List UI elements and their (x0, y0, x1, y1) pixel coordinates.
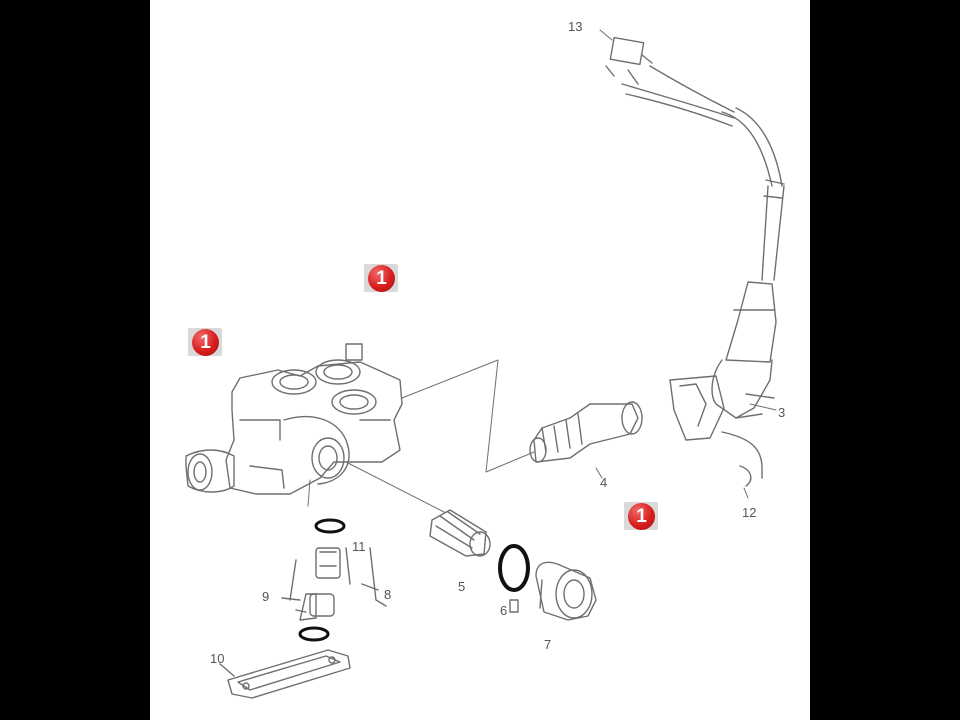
callout-badge-number: 1 (628, 503, 655, 530)
part-label-6: 6 (500, 603, 508, 618)
coupling-nut (529, 401, 643, 463)
gasket-plate (219, 649, 351, 699)
callout-badge-number: 1 (368, 265, 395, 292)
diagram-canvas: 13 3 4 12 11 8 9 5 6 7 10 1 1 1 (150, 0, 810, 720)
exploded-parts-drawing (185, 29, 785, 699)
part-label-5: 5 (458, 579, 466, 594)
o-ring-6 (498, 544, 530, 613)
valve-stack (281, 518, 387, 642)
part-label-12: 12 (742, 505, 757, 520)
part-label-7: 7 (544, 637, 552, 652)
lance-body (669, 281, 777, 487)
pump-manifold (185, 343, 403, 495)
callout-badge: 1 (188, 328, 222, 356)
part-label-4: 4 (600, 475, 608, 490)
part-label-10: 10 (210, 651, 225, 666)
part-label-9: 9 (262, 589, 270, 604)
part-label-8: 8 (384, 587, 392, 602)
part-label-3: 3 (778, 405, 786, 420)
filter-cartridge (429, 509, 491, 557)
nut-7 (535, 561, 597, 621)
callout-badge: 1 (624, 502, 658, 530)
leader-lines (307, 29, 777, 513)
callout-badge-number: 1 (192, 329, 219, 356)
callout-badge: 1 (364, 264, 398, 292)
part-label-13: 13 (568, 19, 583, 34)
cable-harness (605, 36, 785, 281)
part-label-11: 11 (352, 539, 366, 554)
